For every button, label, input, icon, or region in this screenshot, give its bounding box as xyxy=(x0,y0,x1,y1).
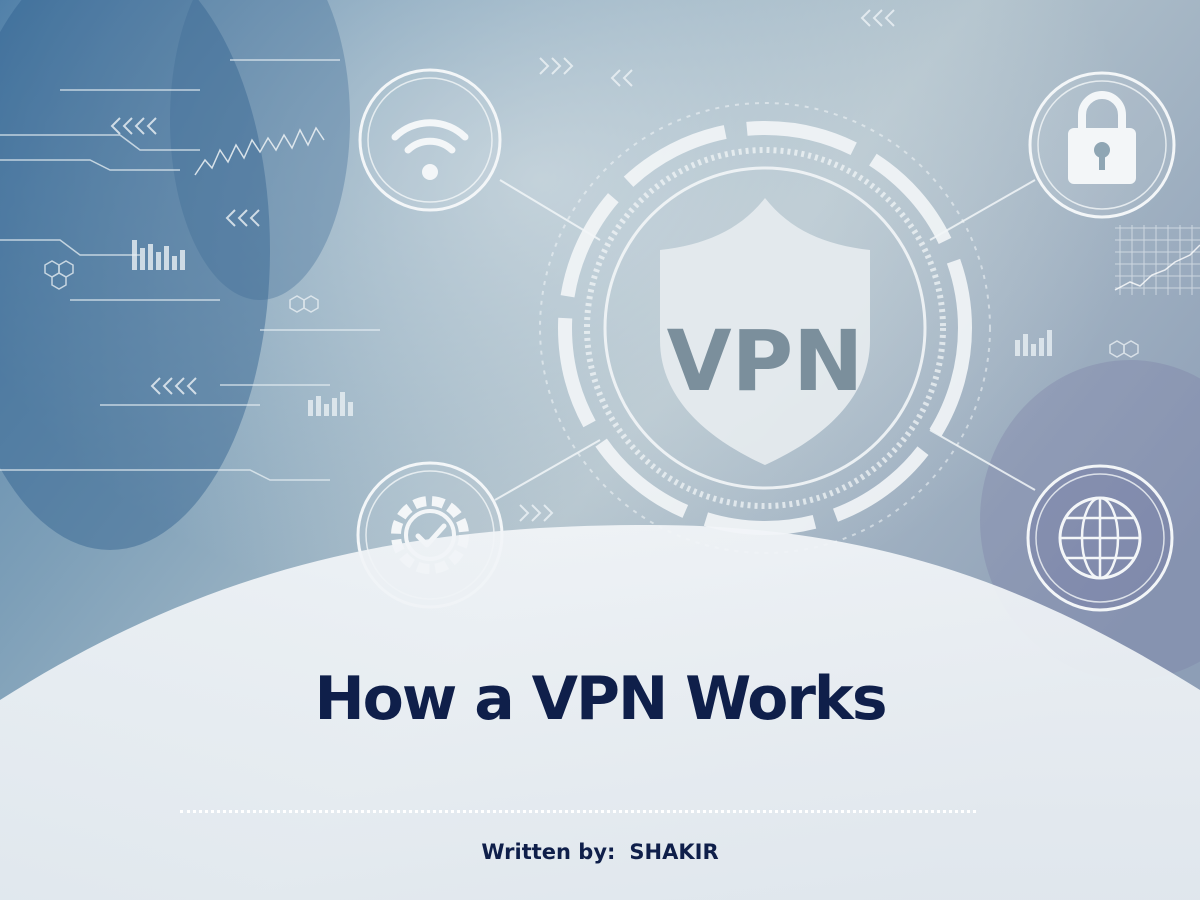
shield-icon xyxy=(660,198,870,465)
grid-graphic xyxy=(1115,225,1200,295)
dotted-divider xyxy=(180,810,976,813)
globe-icon xyxy=(1026,464,1174,612)
author-name: SHAKIR xyxy=(629,840,719,864)
hexagon-cluster xyxy=(44,260,1139,358)
page-title: How a VPN Works xyxy=(314,664,887,734)
wifi-icon xyxy=(358,68,502,212)
title-panel xyxy=(0,525,1200,900)
lock-icon xyxy=(1028,71,1176,219)
byline: Written by: SHAKIR xyxy=(0,840,1200,864)
circuit-lines-left xyxy=(0,59,380,481)
byline-prefix: Written by: xyxy=(481,840,616,864)
chevron-arrows xyxy=(110,9,895,522)
waveform-graphic xyxy=(194,126,325,176)
shield-label: VPN xyxy=(667,312,864,410)
mini-bar-charts xyxy=(132,240,1052,416)
